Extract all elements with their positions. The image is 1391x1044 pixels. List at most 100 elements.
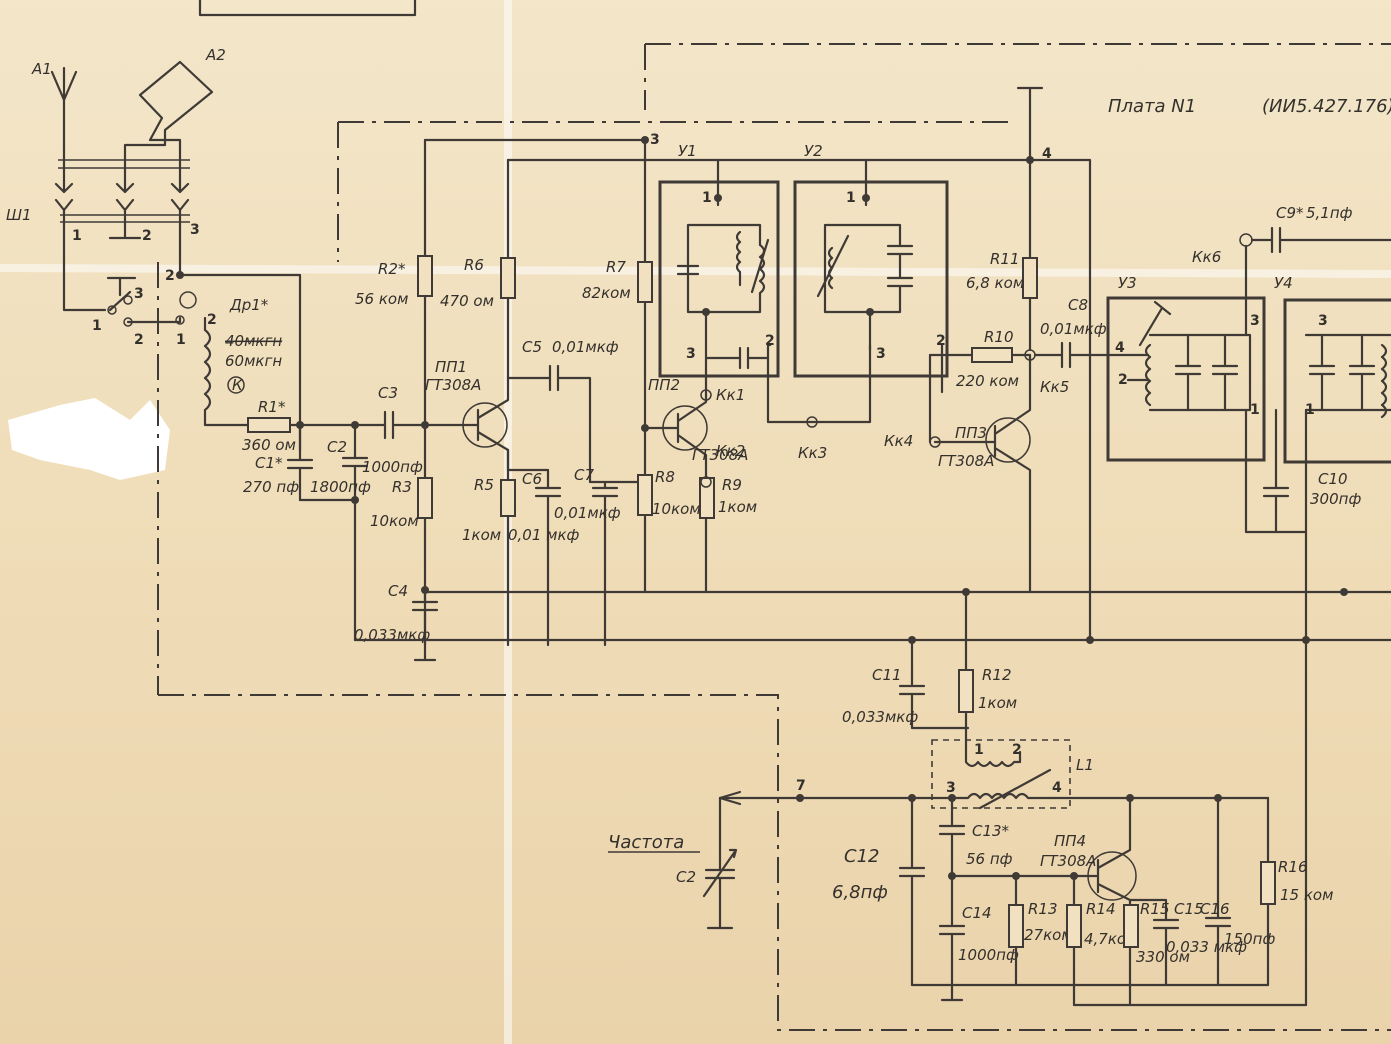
capacitor-c11 xyxy=(898,638,970,730)
connector-sh1: Ш1 1 2 3 xyxy=(6,159,200,244)
c13-value: 56 пф xyxy=(966,850,1013,868)
u1-label: У1 xyxy=(678,142,697,160)
transistor-pp3: ПП3 ГТ308А xyxy=(938,353,1032,594)
unit-u2: У2 1 2 3 xyxy=(793,142,949,394)
arrow-to-c2 xyxy=(718,790,742,806)
l1-pin-2: 2 xyxy=(1012,742,1022,758)
switch-pin-3: 3 xyxy=(134,286,144,302)
resistor-r10 xyxy=(971,347,1013,363)
pp1-type: ГТ308А xyxy=(425,376,481,394)
capacitor-c2 xyxy=(341,423,369,502)
capacitor-c6 xyxy=(534,478,562,647)
variable-capacitor-c2: Частота С2 xyxy=(608,796,738,930)
c6-value: 0,01 мкф xyxy=(508,526,580,544)
c15-name: С15 xyxy=(1174,900,1204,918)
rail-pin3 xyxy=(423,138,647,264)
u2-pin-2: 2 xyxy=(936,333,946,349)
pin-3-label: 3 xyxy=(650,132,660,148)
kk6-label: Кк6 xyxy=(1192,248,1221,266)
antenna-switch: 1 2 3 xyxy=(92,276,182,348)
r3-value: 10ком xyxy=(370,512,419,530)
c1-name: С1* xyxy=(255,454,283,472)
r10-name: R10 xyxy=(984,328,1014,346)
u2-label: У2 xyxy=(804,142,823,160)
r8-name: R8 xyxy=(655,468,675,486)
supply-pin4 xyxy=(1016,86,1044,260)
kk3-label: Кк3 xyxy=(798,444,827,462)
c11-name: С11 xyxy=(872,666,902,684)
resistor-r11 xyxy=(1022,257,1038,299)
resistor-r3 xyxy=(417,477,433,519)
connector-label: Ш1 xyxy=(6,206,32,224)
wire-a1-to-switch xyxy=(62,208,107,312)
u1-pin-2: 2 xyxy=(765,333,775,349)
test-point-kk6 xyxy=(1239,233,1253,247)
capacitor-c14 xyxy=(938,874,966,1002)
resistor-r16 xyxy=(1260,861,1276,905)
c5-name: С5 xyxy=(522,338,542,356)
r8-value: 10ком xyxy=(652,500,701,518)
u2-pin-3: 3 xyxy=(876,346,886,362)
r12-value: 1ком xyxy=(978,694,1017,712)
c3-name: С3 xyxy=(378,384,398,402)
switch-pin-2: 2 xyxy=(134,332,144,348)
board-title: Плата N1 xyxy=(1108,96,1196,117)
r12-name: R12 xyxy=(982,666,1012,684)
capacitor-c15 xyxy=(1152,918,1180,987)
wire-a2-pin3 xyxy=(178,208,302,452)
c10-value: 300пф xyxy=(1310,490,1361,508)
c13-name: С13* xyxy=(972,822,1010,840)
test-point-kk2 xyxy=(700,476,712,488)
u4-label: У4 xyxy=(1274,274,1293,292)
pp4-type: ГТ308А xyxy=(1040,852,1096,870)
resistor-r7 xyxy=(637,261,653,303)
pin-7-label: 7 xyxy=(796,778,806,794)
c14-value: 1000пф xyxy=(958,946,1019,964)
c9-name: С9* xyxy=(1276,204,1304,222)
c11-value: 0,033мкф xyxy=(842,708,918,726)
unit-u3: У3 4 2 3 1 xyxy=(1106,274,1266,462)
r15-value: 330 ом xyxy=(1136,948,1190,966)
connector-pin-2: 2 xyxy=(142,228,152,244)
c2v-name: С2 xyxy=(676,868,696,886)
resistor-r1 xyxy=(247,417,291,433)
kk2-label: Кк2 xyxy=(716,442,745,460)
antenna-a2: А2 xyxy=(123,46,226,182)
r14-name: R14 xyxy=(1086,900,1116,918)
l1-label: L1 xyxy=(1076,756,1094,774)
r3-name: R3 xyxy=(392,478,412,496)
antenna-a1-label: А1 xyxy=(31,60,52,78)
resistor-r2 xyxy=(417,255,433,297)
u3-pin-2: 2 xyxy=(1118,372,1128,388)
c7-name: С7 xyxy=(574,466,594,484)
r9-name: R9 xyxy=(722,476,742,494)
r7-value: 82ком xyxy=(582,284,631,302)
u3-label: У3 xyxy=(1118,274,1137,292)
c12-value: 6,8пф xyxy=(832,882,888,903)
l1-pin-4: 4 xyxy=(1052,780,1062,796)
resistor-r8 xyxy=(637,474,653,516)
pp4-name: ПП4 xyxy=(1054,832,1086,850)
antenna-a1: А1 xyxy=(31,60,78,182)
connector-pin-1: 1 xyxy=(72,228,82,244)
r6-name: R6 xyxy=(464,256,484,274)
tuning-label: Частота xyxy=(608,832,684,853)
pin-2-label: 2 xyxy=(165,268,175,284)
pp1-name: ПП1 xyxy=(435,358,467,376)
pp3-name: ПП3 xyxy=(955,424,987,442)
paper-fold-horizontal xyxy=(0,264,1391,278)
r16-value: 15 ком xyxy=(1280,886,1333,904)
kk5-label: Кк5 xyxy=(1040,378,1069,396)
u3-pin-4: 4 xyxy=(1115,340,1125,356)
capacitor-c4 xyxy=(411,588,439,662)
c2-name: С2 xyxy=(327,438,347,456)
kk4-label: Кк4 xyxy=(884,432,913,450)
choke-name: Др1* xyxy=(229,296,269,314)
c4-value: 0,033мкф xyxy=(354,626,430,644)
rail-r6-r11 xyxy=(506,158,1092,642)
board-border-bottom xyxy=(158,694,1391,1031)
coil-l1: L1 1 2 3 4 xyxy=(931,739,1094,810)
capacitor-c13 xyxy=(938,796,1080,878)
transistor-pp4: ПП4 ГТ308А xyxy=(1040,796,1137,907)
